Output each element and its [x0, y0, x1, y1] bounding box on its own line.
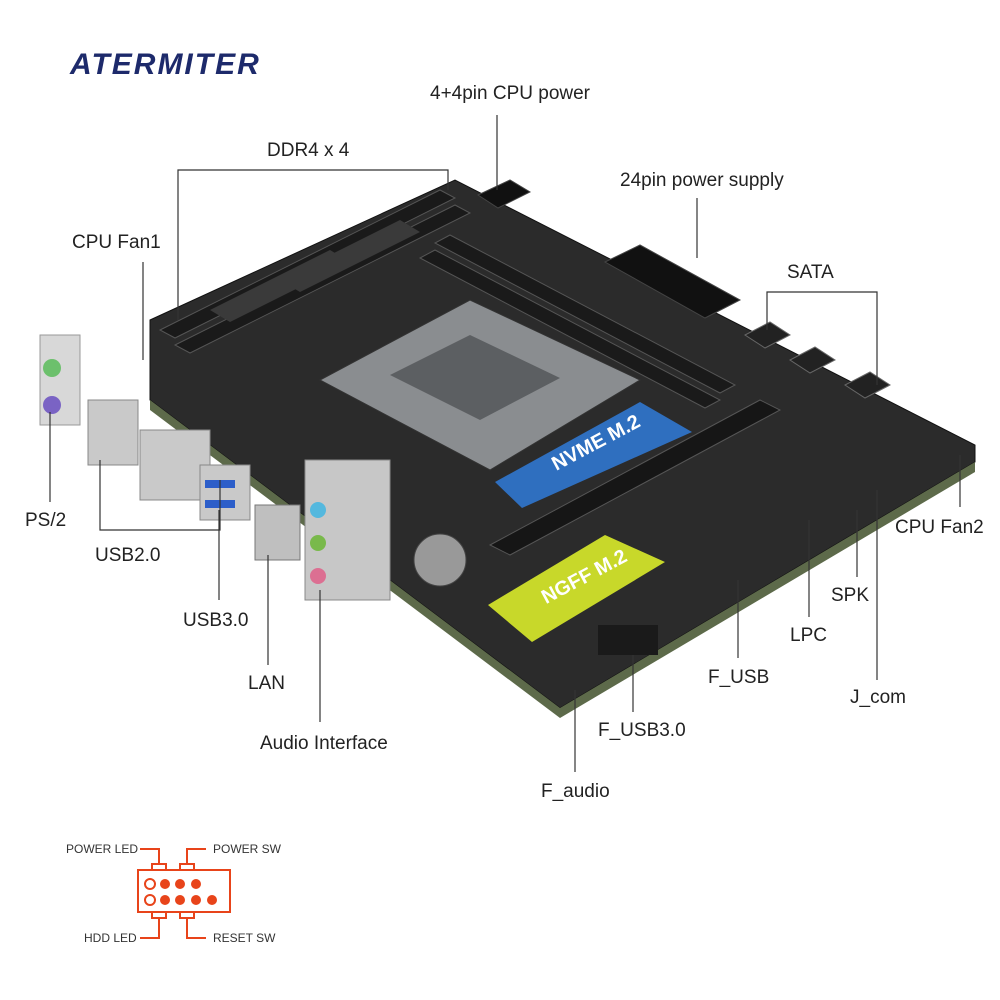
cmos-battery — [413, 533, 467, 587]
cpu-power-label: 4+4pin CPU power — [430, 83, 591, 104]
sata-port — [789, 346, 836, 374]
vrm-heatsink — [280, 220, 420, 292]
front-panel-header-diagram — [137, 848, 231, 939]
pcie-slot — [488, 399, 782, 556]
f-usb3-label: F_USB3.0 — [598, 720, 686, 741]
j-com-label: J_com — [850, 687, 906, 708]
leader-lines — [49, 115, 961, 772]
sata-label: SATA — [787, 262, 834, 283]
cpu-fan2-label: CPU Fan2 — [895, 517, 984, 538]
f-audio-label: F_audio — [541, 781, 610, 802]
lan-label: LAN — [248, 673, 285, 694]
atx-power-label: 24pin power supply — [620, 170, 784, 191]
usb3-ports — [199, 464, 251, 521]
power-led-label: POWER LED — [66, 842, 139, 856]
front-panel-pins — [144, 878, 217, 906]
usb2-label: USB2.0 — [95, 545, 161, 566]
audio-label: Audio Interface — [260, 733, 388, 754]
brand-logo: ATERMITER — [70, 48, 261, 81]
reset-sw-label: RESET SW — [213, 931, 276, 945]
spk-label: SPK — [831, 585, 870, 606]
cpu-fan1-label: CPU Fan1 — [72, 232, 161, 253]
cpu-power-connector — [476, 179, 532, 209]
cpu-socket-plate — [390, 335, 560, 420]
power-sw-label: POWER SW — [213, 842, 281, 856]
usb3-label: USB3.0 — [183, 610, 249, 631]
sata-port — [744, 321, 791, 349]
lpc-label: LPC — [790, 625, 827, 646]
ps2-label: PS/2 — [25, 510, 67, 531]
lan-port — [254, 504, 301, 561]
motherboard-pcb — [149, 179, 976, 709]
f-usb3-header — [598, 625, 658, 655]
usb2-ports — [87, 399, 139, 466]
ngff-m2-slot — [488, 535, 665, 642]
sata-port — [844, 371, 891, 399]
ddr4-label: DDR4 x 4 — [267, 140, 350, 161]
atx-power-connector — [603, 244, 742, 319]
f-usb-label: F_USB — [708, 667, 770, 688]
nvme-m2-slot — [495, 402, 692, 508]
hdd-led-label: HDD LED — [84, 931, 137, 945]
